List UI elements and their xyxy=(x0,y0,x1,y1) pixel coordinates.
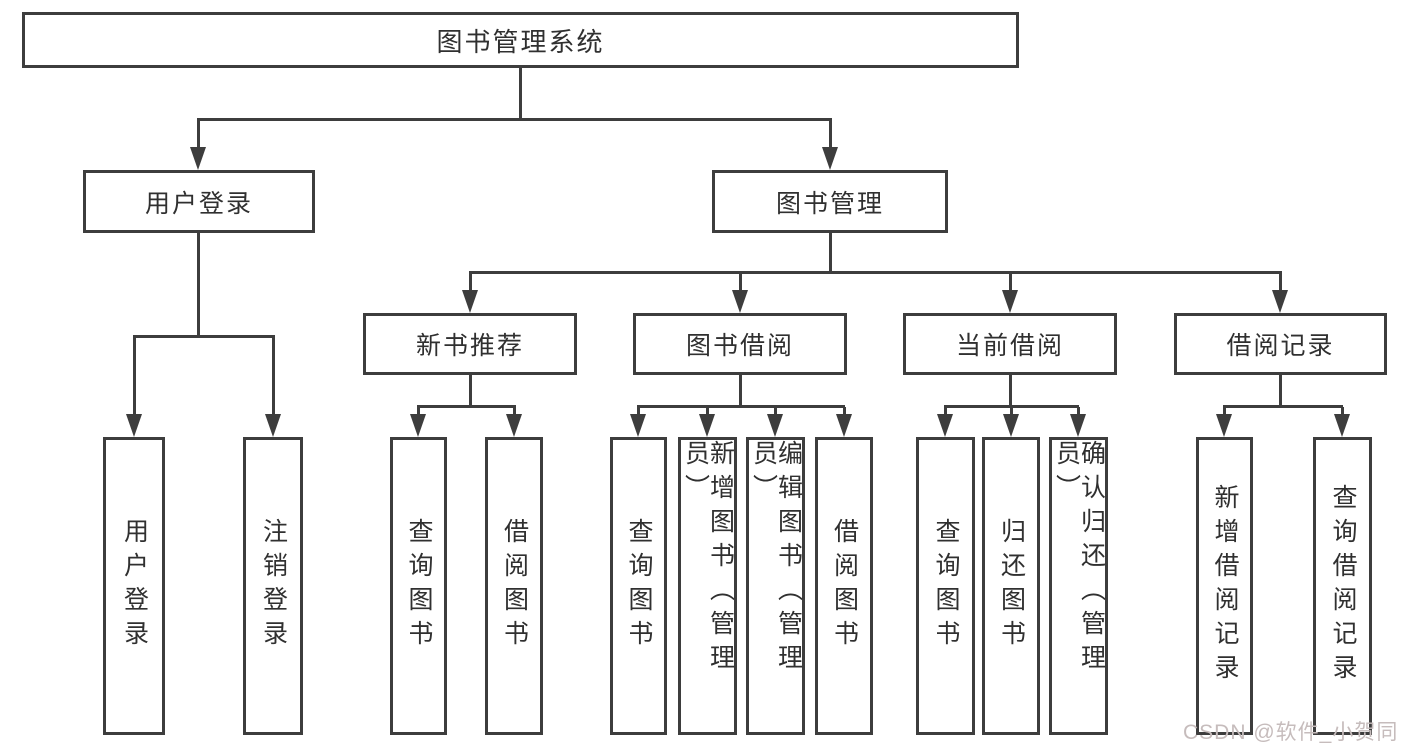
node-current-borrowing: 当前借阅 xyxy=(903,313,1117,375)
arrow-down-icon xyxy=(1003,414,1019,437)
arrow-down-icon xyxy=(462,290,478,313)
arrow-down-icon xyxy=(732,290,748,313)
connector-records-drop-1 xyxy=(1223,407,1226,416)
connector-current-stem xyxy=(1009,375,1012,407)
connector-bookmgmt-drop-1 xyxy=(469,273,472,292)
node-label: 图书管理系统 xyxy=(436,26,605,57)
connector-borrowing-drop-3 xyxy=(774,407,777,416)
node-book-management: 图书管理 xyxy=(712,170,948,233)
arrow-down-icon xyxy=(265,414,281,437)
node-label: 编辑图书（管理员） xyxy=(749,440,803,678)
arrow-down-icon xyxy=(126,414,142,437)
connector-root-drop-right xyxy=(829,120,832,150)
node-label: 查询图书 xyxy=(625,518,653,654)
leaf-add-book-admin: 新增图书（管理员） xyxy=(678,437,737,735)
connector-borrowing-stem xyxy=(739,375,742,407)
node-label: 图书借阅 xyxy=(685,332,794,360)
arrow-down-icon xyxy=(822,147,838,170)
arrow-down-icon xyxy=(1272,290,1288,313)
connector-bookmgmt-drop-3 xyxy=(1009,273,1012,292)
leaf-edit-book-admin: 编辑图书（管理员） xyxy=(746,437,805,735)
connector-newbook-drop-1 xyxy=(417,407,420,416)
connector-userlogin-rail xyxy=(133,335,275,338)
node-label: 归还图书 xyxy=(997,518,1026,654)
node-book-borrowing: 图书借阅 xyxy=(633,313,847,375)
node-label: 新增借阅记录 xyxy=(1211,484,1239,688)
connector-userlogin-drop-1 xyxy=(133,337,136,416)
connector-records-rail xyxy=(1223,405,1343,408)
connector-root-stem xyxy=(519,68,522,120)
node-label: 图书管理 xyxy=(775,189,884,218)
arrow-down-icon xyxy=(1070,414,1086,437)
leaf-query-books-recommendation: 查询图书 xyxy=(390,437,447,735)
connector-userlogin-stem xyxy=(197,233,200,337)
node-label: 查询图书 xyxy=(932,518,960,654)
connector-current-drop-1 xyxy=(944,407,947,416)
leaf-query-borrow-record: 查询借阅记录 xyxy=(1313,437,1372,735)
node-label: 注销登录 xyxy=(259,518,288,654)
connector-borrowing-drop-1 xyxy=(637,407,640,416)
connector-newbook-drop-2 xyxy=(513,407,516,416)
arrow-down-icon xyxy=(1216,414,1232,437)
connector-borrowing-drop-4 xyxy=(843,407,846,416)
connector-records-drop-2 xyxy=(1341,407,1344,416)
leaf-add-borrow-record: 新增借阅记录 xyxy=(1196,437,1253,735)
connector-root-rail xyxy=(197,118,832,121)
connector-root-drop-left xyxy=(197,120,200,150)
node-user-login: 用户登录 xyxy=(83,170,315,233)
arrow-down-icon xyxy=(937,414,953,437)
connector-borrowing-drop-2 xyxy=(706,407,709,416)
node-label: 查询借阅记录 xyxy=(1329,484,1357,688)
connector-borrowing-rail xyxy=(637,405,845,408)
connector-records-stem xyxy=(1279,375,1282,407)
node-label: 确认归还（管理员） xyxy=(1052,440,1106,678)
connector-newbook-stem xyxy=(469,375,472,407)
connector-bookmgmt-drop-4 xyxy=(1279,273,1282,292)
node-label: 借阅图书 xyxy=(830,518,859,654)
leaf-borrow-books-borrowing: 借阅图书 xyxy=(815,437,873,735)
node-label: 借阅记录 xyxy=(1226,332,1335,360)
node-borrowing-records: 借阅记录 xyxy=(1174,313,1387,375)
arrow-down-icon xyxy=(699,414,715,437)
connector-userlogin-drop-2 xyxy=(272,337,275,416)
arrow-down-icon xyxy=(836,414,852,437)
leaf-return-book: 归还图书 xyxy=(982,437,1040,735)
node-label: 新书推荐 xyxy=(415,332,524,360)
csdn-watermark: CSDN @软件_小贺同学 xyxy=(1183,721,1399,744)
arrow-down-icon xyxy=(630,414,646,437)
connector-current-rail xyxy=(944,405,1079,408)
leaf-borrow-books-recommendation: 借阅图书 xyxy=(485,437,543,735)
connector-bookmgmt-rail xyxy=(469,271,1282,274)
connector-bookmgmt-stem xyxy=(829,233,832,273)
arrow-down-icon xyxy=(410,414,426,437)
arrow-down-icon xyxy=(506,414,522,437)
node-library-management-system: 图书管理系统 xyxy=(22,12,1019,68)
node-label: 用户登录 xyxy=(144,189,253,218)
connector-current-drop-3 xyxy=(1077,407,1080,416)
leaf-user-login: 用户登录 xyxy=(103,437,165,735)
arrow-down-icon xyxy=(1002,290,1018,313)
leaf-query-books-borrowing: 查询图书 xyxy=(610,437,667,735)
node-label: 查询图书 xyxy=(405,518,433,654)
node-new-book-recommendation: 新书推荐 xyxy=(363,313,577,375)
leaf-confirm-return-admin: 确认归还（管理员） xyxy=(1049,437,1108,735)
node-label: 当前借阅 xyxy=(955,332,1064,360)
arrow-down-icon xyxy=(767,414,783,437)
leaf-logout: 注销登录 xyxy=(243,437,303,735)
node-label: 用户登录 xyxy=(120,518,149,654)
arrow-down-icon xyxy=(1334,414,1350,437)
leaf-query-books-current: 查询图书 xyxy=(916,437,975,735)
node-label: 借阅图书 xyxy=(500,518,529,654)
connector-current-drop-2 xyxy=(1010,407,1013,416)
connector-newbook-rail xyxy=(417,405,516,408)
arrow-down-icon xyxy=(190,147,206,170)
node-label: 新增图书（管理员） xyxy=(681,440,735,678)
connector-bookmgmt-drop-2 xyxy=(739,273,742,292)
